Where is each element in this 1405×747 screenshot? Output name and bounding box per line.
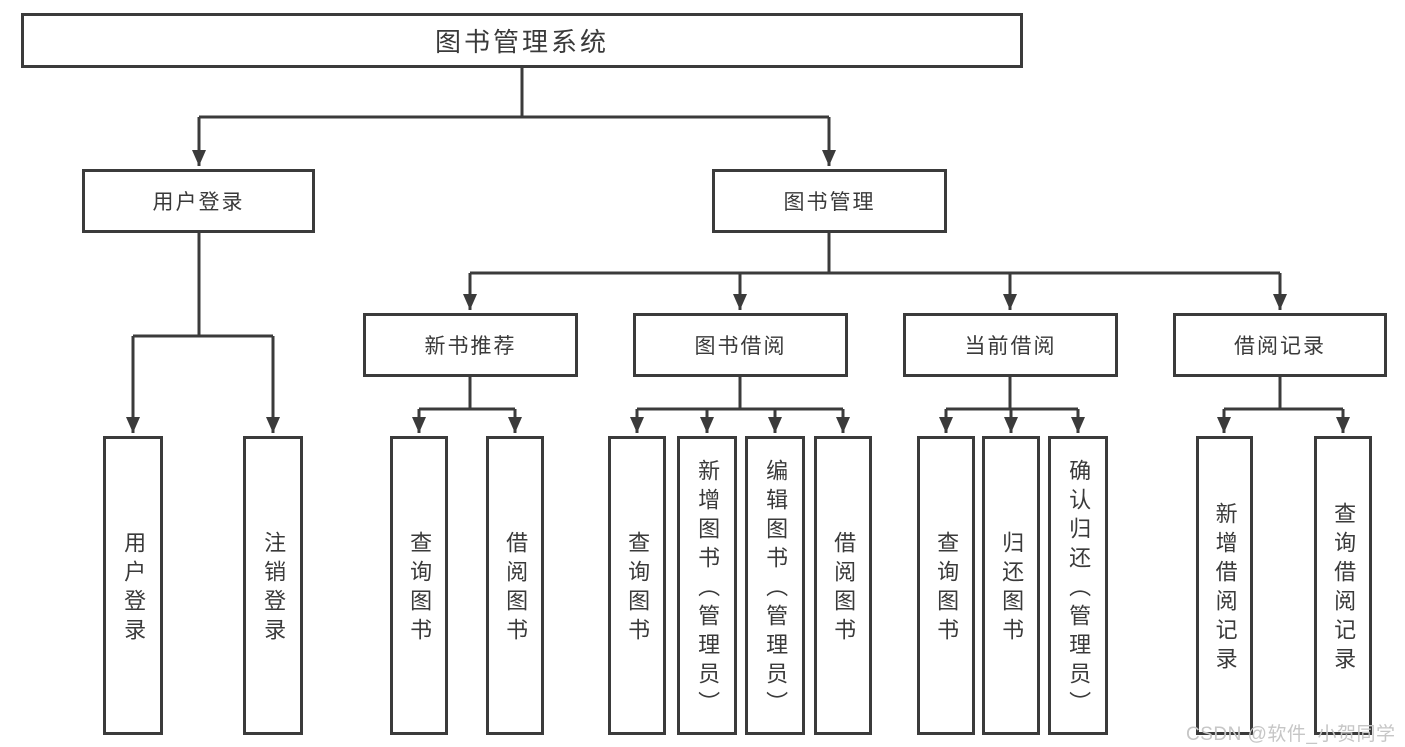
leaf-logout: 注销登录 xyxy=(243,436,303,735)
node-label: 新增图书（管理员） xyxy=(695,458,721,720)
node-borrow-records: 借阅记录 xyxy=(1173,313,1387,377)
node-label: 新增借阅记录 xyxy=(1212,502,1238,676)
leaf-query-books-recommend: 查询图书 xyxy=(390,436,448,735)
node-label: 用户登录 xyxy=(152,191,245,214)
node-label: 借阅记录 xyxy=(1234,335,1326,358)
leaf-query-borrow-record: 查询借阅记录 xyxy=(1314,436,1372,735)
node-label: 查询图书 xyxy=(934,531,960,647)
node-label: 当前借阅 xyxy=(964,335,1057,358)
leaf-query-books-borrow: 查询图书 xyxy=(608,436,666,735)
leaf-confirm-return-admin: 确认归还（管理员） xyxy=(1048,436,1108,735)
node-current-borrowing: 当前借阅 xyxy=(903,313,1118,377)
node-label: 新书推荐 xyxy=(424,335,517,358)
node-label: 查询图书 xyxy=(625,531,651,647)
node-label: 编辑图书（管理员） xyxy=(763,458,789,720)
node-label: 图书管理系统 xyxy=(434,27,609,57)
leaf-borrow-books: 借阅图书 xyxy=(814,436,872,735)
node-label: 图书借阅 xyxy=(694,335,787,358)
leaf-borrow-books-recommend: 借阅图书 xyxy=(486,436,544,735)
branch-lines xyxy=(133,68,1343,411)
node-label: 借阅图书 xyxy=(831,531,857,647)
node-label: 确认归还（管理员） xyxy=(1066,458,1092,720)
leaf-edit-books-admin: 编辑图书（管理员） xyxy=(745,436,805,735)
node-user-login: 用户登录 xyxy=(82,169,315,233)
node-book-borrowing: 图书借阅 xyxy=(633,313,848,377)
node-label: 图书管理 xyxy=(783,191,876,214)
node-root-system: 图书管理系统 xyxy=(21,13,1023,68)
node-label: 查询图书 xyxy=(407,531,433,647)
leaf-add-books-admin: 新增图书（管理员） xyxy=(677,436,737,735)
node-label: 注销登录 xyxy=(261,531,287,647)
node-label: 用户登录 xyxy=(121,531,147,647)
node-label: 借阅图书 xyxy=(503,531,529,647)
node-label: 归还图书 xyxy=(999,531,1025,647)
node-new-book-recommend: 新书推荐 xyxy=(363,313,578,377)
leaf-return-books: 归还图书 xyxy=(982,436,1040,735)
node-book-management: 图书管理 xyxy=(712,169,947,233)
leaf-query-books-current: 查询图书 xyxy=(917,436,975,735)
leaf-add-borrow-record: 新增借阅记录 xyxy=(1196,436,1253,735)
node-label: 查询借阅记录 xyxy=(1331,502,1357,676)
leaf-user-login: 用户登录 xyxy=(103,436,163,735)
csdn-watermark: CSDN @软件_小贺同学 xyxy=(1186,724,1396,745)
